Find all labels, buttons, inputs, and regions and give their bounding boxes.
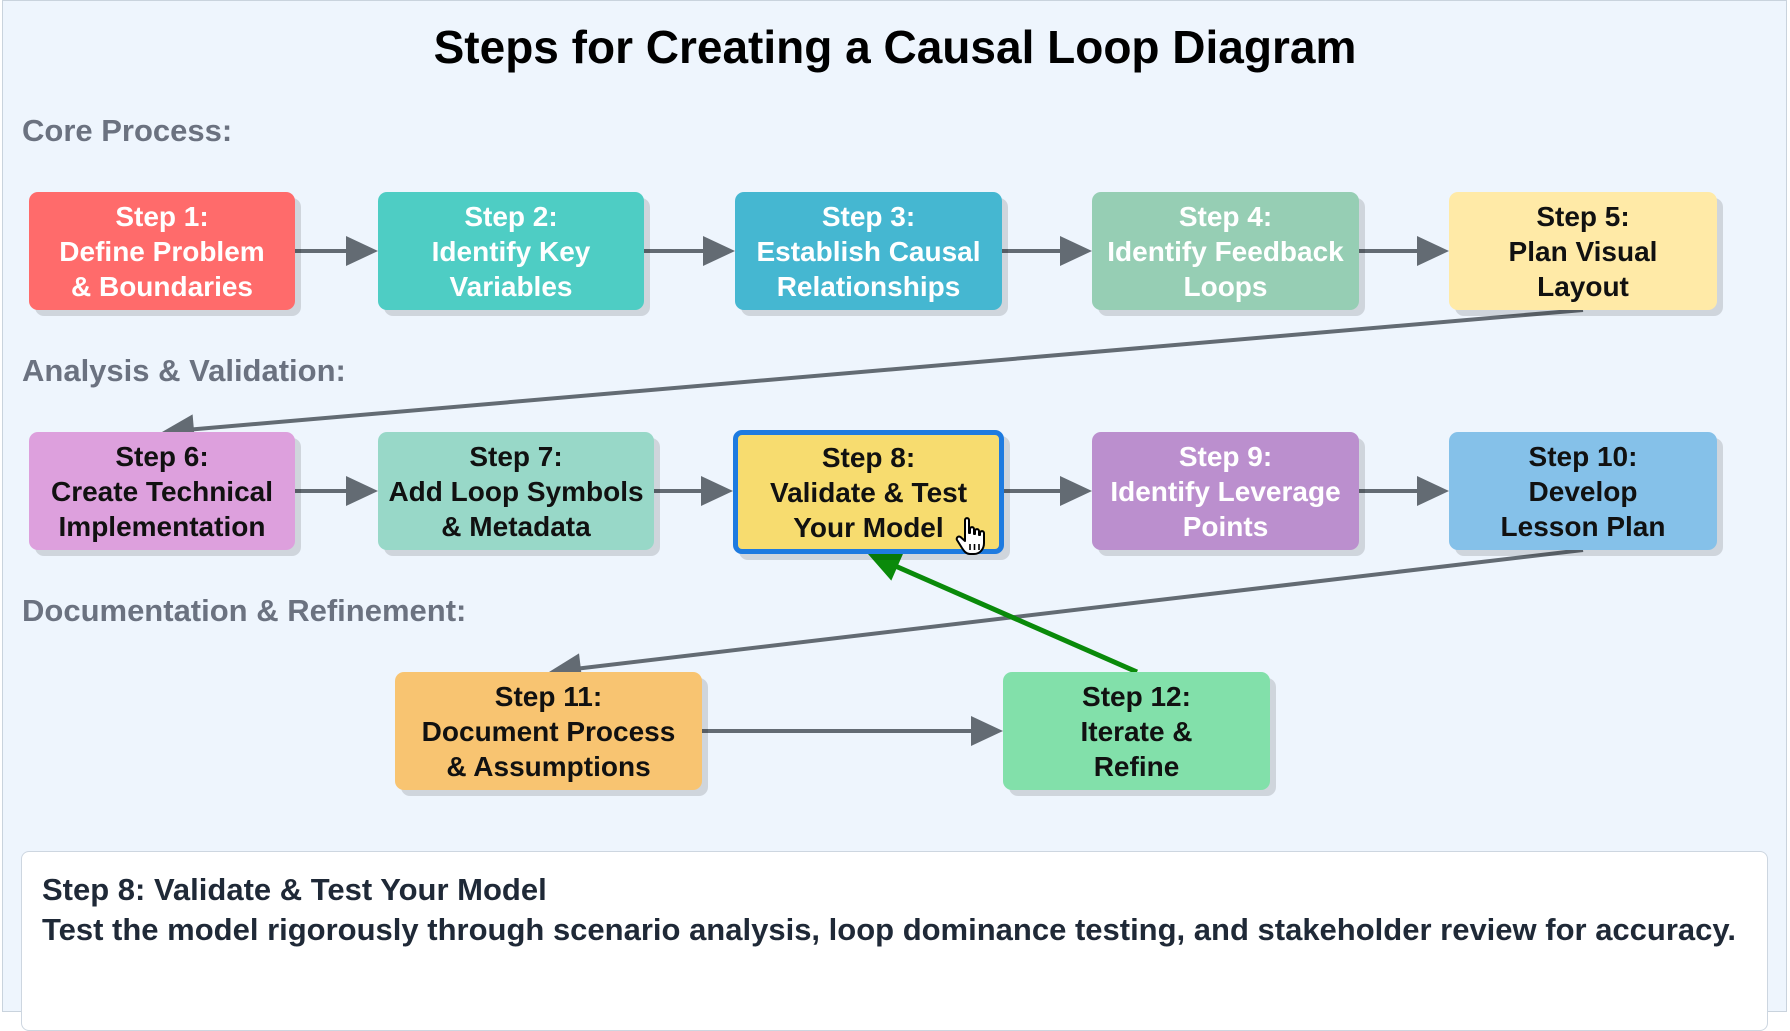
step-8-title-line2: Your Model (793, 511, 944, 543)
step-2-number: Step 2: (464, 200, 558, 232)
step-9-title-line1: Identify Leverage (1110, 475, 1341, 507)
edge-step5-step6 (162, 308, 1584, 445)
step-10-title-line2: Lesson Plan (1500, 510, 1666, 542)
step-10-title-line1: Develop (1528, 475, 1638, 507)
step-6-number: Step 6: (115, 440, 209, 472)
step-7-title-line2: & Metadata (441, 510, 591, 542)
edge-step7-step8 (654, 476, 733, 506)
hand-pointer-icon (955, 517, 985, 555)
step-detail-panel: Step 8: Validate & Test Your Model Test … (21, 851, 1768, 1031)
edge-step12-step8 (868, 553, 1139, 675)
step-3-number: Step 3: (821, 200, 916, 232)
step-5-title-line1: Plan Visual (1508, 235, 1658, 267)
step-1-node[interactable]: Step 1:Define Problem& Boundaries (29, 192, 295, 310)
edge-step9-step10 (1359, 476, 1449, 506)
step-1-title-line1: Define Problem (59, 235, 265, 267)
step-5-number: Step 5: (1536, 200, 1630, 232)
edge-step4-step5 (1359, 236, 1449, 266)
step-9-number: Step 9: (1178, 440, 1273, 472)
step-10-number: Step 10: (1528, 440, 1638, 472)
edge-step2-step3 (644, 236, 735, 266)
step-4-title-line2: Loops (1183, 270, 1268, 302)
step-detail-description: Test the model rigorously through scenar… (42, 912, 1736, 947)
edge-step10-step11 (549, 548, 1584, 684)
section-label-core: Core Process: (22, 113, 233, 148)
step-8-number: Step 8: (821, 441, 916, 473)
step-11-number: Step 11: (494, 680, 603, 712)
step-12-number: Step 12: (1082, 680, 1191, 712)
page-title: Steps for Creating a Causal Loop Diagram (433, 21, 1357, 73)
step-12-title-line1: Iterate & (1080, 715, 1193, 747)
step-7-number: Step 7: (469, 440, 563, 472)
step-2-title-line1: Identify Key (431, 235, 591, 267)
step-detail-heading: Step 8: Validate & Test Your Model (42, 872, 547, 907)
edge-step1-step2 (295, 236, 378, 266)
step-4-title-line1: Identify Feedback (1107, 235, 1344, 267)
step-1-number: Step 1: (115, 200, 209, 232)
step-11-node[interactable]: Step 11:Document Process& Assumptions (395, 672, 702, 790)
edge-step6-step7 (295, 476, 378, 506)
edge-step3-step4 (1002, 236, 1092, 266)
step-9-title-line2: Points (1182, 510, 1269, 542)
step-12-title-line2: Refine (1093, 750, 1180, 782)
step-12-node[interactable]: Step 12:Iterate &Refine (1003, 672, 1270, 790)
section-label-documentation: Documentation & Refinement: (22, 593, 467, 628)
step-5-title-line2: Layout (1537, 270, 1629, 302)
step-6-title-line2: Implementation (58, 510, 266, 542)
step-6-title-line1: Create Technical (50, 475, 274, 507)
step-3-title-line2: Relationships (776, 270, 961, 302)
step-8-title-line1: Validate & Test (769, 476, 968, 508)
step-3-title-line1: Establish Causal (756, 235, 981, 267)
step-11-title-line2: & Assumptions (446, 750, 651, 782)
edge-step11-step12 (702, 716, 1003, 746)
step-7-node[interactable]: Step 7:Add Loop Symbols& Metadata (378, 432, 654, 550)
step-4-number: Step 4: (1178, 200, 1273, 232)
section-label-analysis: Analysis & Validation: (22, 353, 346, 388)
step-2-title-line2: Variables (449, 270, 573, 302)
edge-step8-step9 (1004, 476, 1092, 506)
step-7-title-line1: Add Loop Symbols (388, 475, 644, 507)
step-11-title-line1: Document Process (421, 715, 676, 747)
step-1-title-line2: & Boundaries (70, 270, 253, 302)
